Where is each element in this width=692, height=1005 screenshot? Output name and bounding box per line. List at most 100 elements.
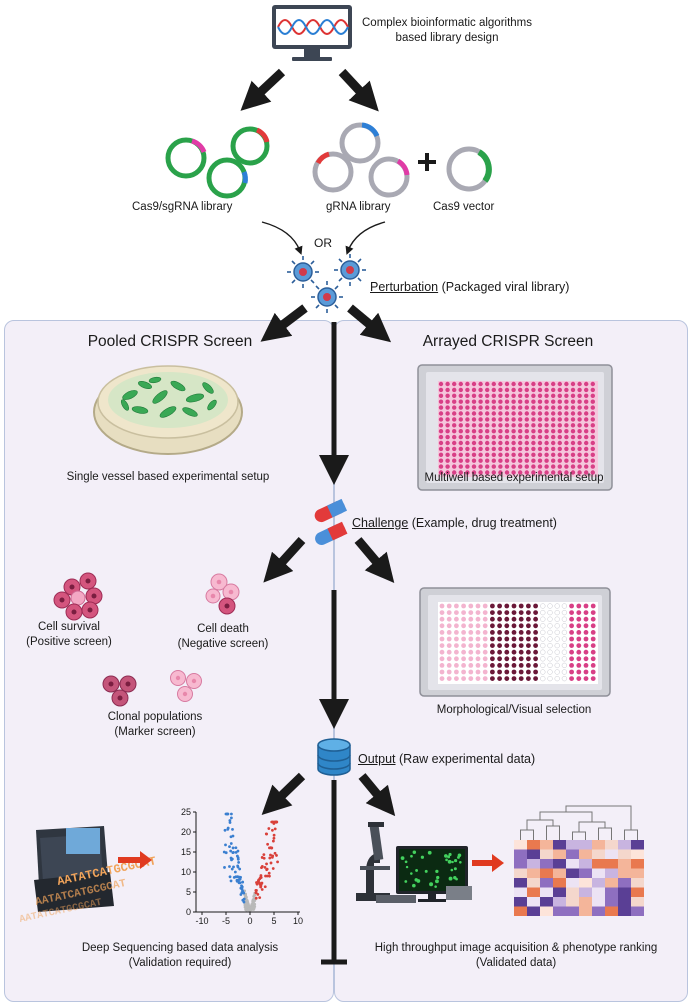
well xyxy=(577,446,582,452)
well xyxy=(478,405,483,410)
well xyxy=(465,470,470,475)
well xyxy=(526,643,531,648)
volcano-point xyxy=(243,889,247,893)
well xyxy=(584,381,589,387)
well xyxy=(544,381,549,387)
well xyxy=(583,616,589,622)
well xyxy=(531,381,536,387)
heatmap-cell xyxy=(579,849,592,859)
well xyxy=(524,452,529,457)
well xyxy=(531,411,536,416)
volcano-point xyxy=(257,881,261,884)
well xyxy=(564,417,569,422)
well xyxy=(491,423,496,428)
well xyxy=(504,669,510,675)
well xyxy=(569,623,574,629)
volcano-point xyxy=(268,874,271,878)
well xyxy=(498,440,503,446)
well xyxy=(445,464,450,469)
volcano-point xyxy=(229,816,233,820)
well xyxy=(475,610,481,615)
well xyxy=(533,603,538,609)
well xyxy=(544,393,549,398)
volcano-point xyxy=(267,827,271,830)
well xyxy=(471,440,477,446)
petri-dish-icon xyxy=(93,365,243,455)
well xyxy=(551,452,556,457)
well xyxy=(577,434,582,440)
heatmap-cell xyxy=(566,897,579,907)
well xyxy=(465,434,470,440)
fluorescent-cell xyxy=(454,859,458,863)
well xyxy=(445,381,450,387)
volcano-point xyxy=(241,898,245,902)
well xyxy=(540,675,546,682)
well xyxy=(561,656,568,662)
volcano-point xyxy=(229,879,233,883)
well xyxy=(475,623,481,629)
volcano-point xyxy=(273,851,277,855)
well xyxy=(557,393,562,398)
heatmap-cell xyxy=(631,897,644,907)
well xyxy=(526,616,531,622)
well xyxy=(511,470,516,475)
well xyxy=(465,387,470,393)
well xyxy=(584,387,589,393)
well xyxy=(518,616,524,622)
volcano-point xyxy=(275,854,278,857)
volcano-point xyxy=(234,850,238,854)
imaging-monitor-icon xyxy=(376,846,472,903)
well xyxy=(482,616,488,622)
well xyxy=(458,399,463,404)
well xyxy=(577,405,582,410)
heatmap-cell xyxy=(605,906,618,916)
well xyxy=(504,417,510,422)
well xyxy=(570,399,576,404)
well xyxy=(547,616,553,622)
well xyxy=(551,434,556,440)
clonal-line2: (Marker screen) xyxy=(114,726,196,738)
well xyxy=(458,452,463,457)
well xyxy=(537,417,543,422)
well xyxy=(590,411,595,416)
well xyxy=(561,669,568,675)
well xyxy=(497,616,502,622)
heatmap-cell xyxy=(592,897,605,907)
volcano-point xyxy=(237,860,241,864)
well xyxy=(524,440,529,446)
well xyxy=(458,381,463,387)
well xyxy=(564,470,569,475)
volcano-point xyxy=(252,907,255,911)
well xyxy=(526,656,531,662)
well xyxy=(518,643,524,648)
well xyxy=(590,434,595,440)
well xyxy=(590,470,595,475)
well xyxy=(561,636,568,642)
well xyxy=(511,423,516,428)
well xyxy=(478,399,483,404)
well xyxy=(554,636,560,642)
well xyxy=(518,623,524,629)
fluorescent-cell xyxy=(410,854,413,858)
well xyxy=(526,663,531,668)
well xyxy=(490,636,495,642)
well xyxy=(461,676,466,681)
well xyxy=(461,643,466,648)
pooled-analysis-label: Deep Sequencing based data analysis (Val… xyxy=(30,941,330,971)
well xyxy=(561,662,568,669)
well xyxy=(577,423,582,428)
heatmap-cell xyxy=(514,859,527,869)
well xyxy=(561,649,568,655)
well xyxy=(570,393,576,398)
volcano-point xyxy=(229,856,233,860)
well xyxy=(491,417,496,422)
well xyxy=(511,399,516,404)
red-arrow-icons xyxy=(118,851,504,872)
well xyxy=(468,676,474,681)
well xyxy=(533,630,538,635)
well xyxy=(485,446,490,452)
well xyxy=(485,470,490,475)
heatmap-cell xyxy=(553,840,566,850)
well xyxy=(445,393,450,398)
